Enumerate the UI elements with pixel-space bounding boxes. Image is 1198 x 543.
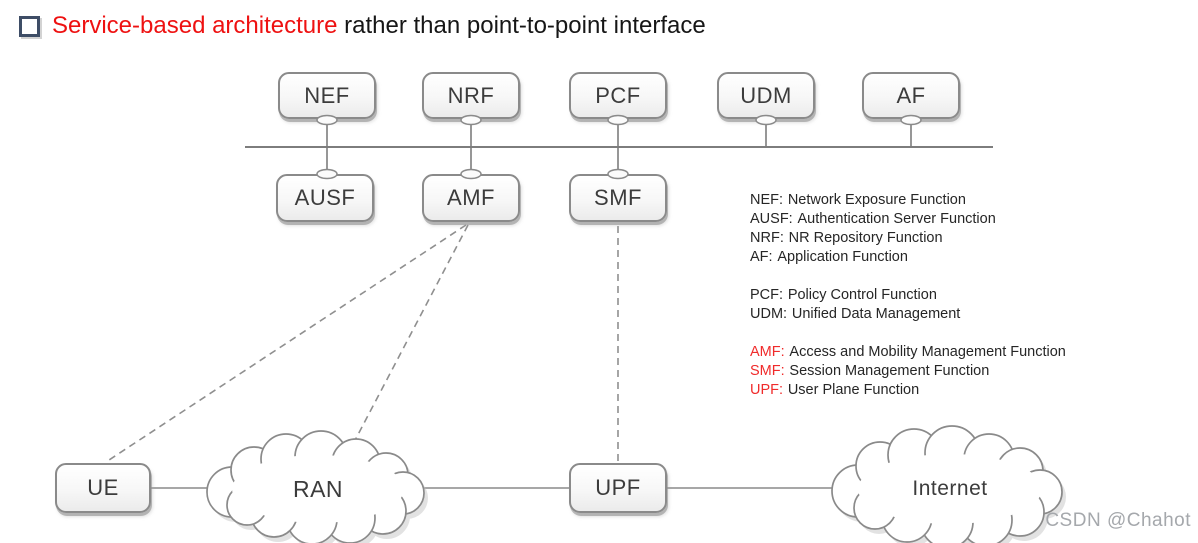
internet-cloud-label: Internet — [912, 477, 988, 500]
legend-item: SMF:Session Management Function — [750, 363, 990, 379]
legend-item: AF:Application Function — [750, 249, 908, 265]
legend-item: AUSF:Authentication Server Function — [750, 211, 996, 227]
title-highlight: Service-based architecture — [52, 12, 338, 39]
legend-item: NRF:NR Repository Function — [750, 230, 943, 246]
legend-item: PCF:Policy Control Function — [750, 287, 937, 303]
legend-group-policy-data: PCF:Policy Control Function UDM:Unified … — [750, 286, 1066, 324]
ran-cloud-label: RAN — [292, 475, 344, 502]
legend-item: UDM:Unified Data Management — [750, 306, 961, 322]
node-ausf: AUSF — [276, 174, 374, 222]
legend-group-bus-functions: NEF:Network Exposure Function AUSF:Authe… — [750, 191, 1066, 267]
ran-cloud — [206, 430, 428, 543]
title-rest: rather than point-to-point interface — [337, 12, 706, 39]
node-nrf: NRF — [422, 72, 520, 119]
node-smf: SMF — [569, 174, 667, 222]
page-title: Service-based architecture rather than p… — [19, 12, 706, 41]
hollow-square-bullet-icon — [19, 15, 40, 37]
amf-ran-dashed-link — [351, 224, 469, 447]
node-af: AF — [862, 72, 960, 119]
legend-item: AMF:Access and Mobility Management Funct… — [750, 344, 1066, 360]
abbreviation-legend: NEF:Network Exposure Function AUSF:Authe… — [750, 191, 1066, 419]
node-ue: UE — [55, 463, 151, 513]
legend-group-core-highlighted: AMF:Access and Mobility Management Funct… — [750, 343, 1066, 400]
amf-ue-dashed-link — [105, 224, 467, 463]
legend-item: UPF:User Plane Function — [750, 382, 920, 398]
node-udm: UDM — [717, 72, 815, 119]
legend-item: NEF:Network Exposure Function — [750, 192, 966, 208]
node-pcf: PCF — [569, 72, 667, 119]
internet-cloud — [831, 425, 1066, 543]
node-upf: UPF — [569, 463, 667, 513]
node-amf: AMF — [422, 174, 520, 222]
node-nef: NEF — [278, 72, 376, 119]
watermark: CSDN @Chahot — [1045, 510, 1191, 531]
